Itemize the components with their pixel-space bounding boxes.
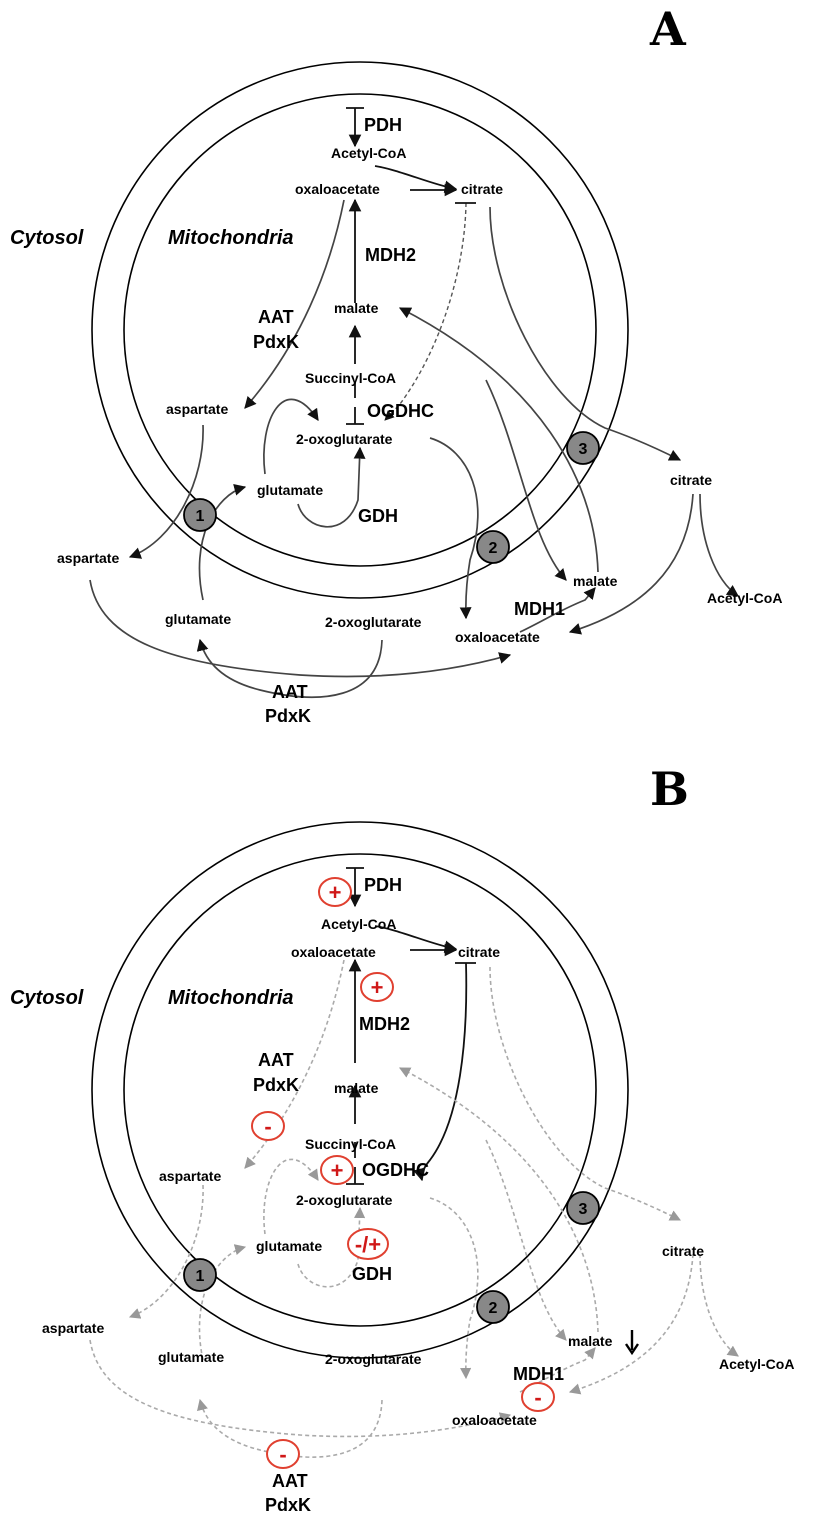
metabolite-acetyl-coa-mito: Acetyl-CoA [321, 916, 396, 932]
effect-aat-mito: - [251, 1111, 285, 1141]
enzyme-aat-mito: AAT [258, 1050, 294, 1070]
carrier-1: 1 [183, 1258, 217, 1292]
inner-mitochondrial-membrane [123, 853, 597, 1327]
panel-b: B Cytosol Mitochondria 1 [0, 760, 825, 1520]
metabolite-citrate-cyto: citrate [670, 472, 712, 488]
metabolite-oxaloacetate-mito: oxaloacetate [291, 944, 376, 960]
effect-gdh: -/+ [347, 1228, 389, 1260]
metabolite-aspartate-mito: aspartate [159, 1168, 221, 1184]
mitochondria-label: Mitochondria [168, 227, 294, 249]
metabolite-succinyl-coa: Succinyl-CoA [305, 370, 396, 386]
carrier-3-label: 3 [579, 441, 588, 458]
effect-mdh2: + [360, 972, 394, 1002]
effect-mdh2-sign: + [371, 975, 384, 1000]
metabolite-acetyl-coa-mito: Acetyl-CoA [331, 145, 406, 161]
enzyme-pdh: PDH [364, 875, 402, 895]
effect-mdh1: - [521, 1382, 555, 1412]
metabolite-aspartate-cyto: aspartate [42, 1320, 104, 1336]
metabolite-glutamate-cyto: glutamate [165, 611, 231, 627]
enzyme-aat-cyto: AAT [272, 682, 308, 702]
metabolite-citrate-mito: citrate [458, 944, 500, 960]
metabolite-malate-cyto: malate [568, 1333, 613, 1349]
metabolite-oxaloacetate-mito: oxaloacetate [295, 181, 380, 197]
metabolite-aspartate-mito: aspartate [166, 401, 228, 417]
effect-ogdhc: + [320, 1155, 354, 1185]
metabolite-malate-mito: malate [334, 1080, 379, 1096]
enzyme-pdxk-cyto: PdxK [265, 706, 311, 726]
metabolite-citrate-cyto: citrate [662, 1243, 704, 1259]
effect-aat-cyto: - [266, 1439, 300, 1469]
metabolite-citrate-mito: citrate [461, 181, 503, 197]
carrier-1-label: 1 [196, 508, 205, 525]
enzyme-gdh: GDH [358, 506, 398, 526]
carrier-3: 3 [566, 431, 600, 465]
enzyme-aat-mito: AAT [258, 307, 294, 327]
enzyme-gdh: GDH [352, 1264, 392, 1284]
effect-ogdhc-sign: + [331, 1158, 344, 1183]
enzyme-mdh1: MDH1 [513, 1364, 564, 1384]
metabolite-glutamate-cyto: glutamate [158, 1349, 224, 1365]
malate-decrease-arrow-icon [625, 1330, 639, 1356]
effect-pdh-sign: + [329, 880, 342, 905]
panel-letter-a: A [649, 2, 687, 56]
effect-mdh1-sign: - [534, 1385, 541, 1410]
effect-aat-mito-sign: - [264, 1114, 271, 1139]
enzyme-mdh2: MDH2 [359, 1014, 410, 1034]
enzyme-pdh: PDH [364, 115, 402, 135]
enzyme-mdh2: MDH2 [365, 245, 416, 265]
carrier-2-label: 2 [489, 540, 498, 557]
enzyme-pdxk-mito: PdxK [253, 332, 299, 352]
panel-a-diagram: A Cytosol Mitochondria 1 [10, 2, 782, 726]
enzyme-ogdhc: OGDHC [362, 1160, 429, 1180]
enzyme-pdxk-cyto: PdxK [265, 1495, 311, 1515]
metabolite-oxaloacetate-cyto: oxaloacetate [455, 629, 540, 645]
carrier-2: 2 [476, 530, 510, 564]
metabolite-2-oxoglutarate-cyto: 2-oxoglutarate [325, 614, 422, 630]
cytosol-label: Cytosol [10, 987, 84, 1009]
carrier-2-label: 2 [489, 1300, 498, 1317]
metabolite-oxaloacetate-cyto: oxaloacetate [452, 1412, 537, 1428]
outer-mitochondrial-membrane [91, 821, 629, 1359]
metabolite-2-oxoglutarate-cyto: 2-oxoglutarate [325, 1351, 422, 1367]
inner-mitochondrial-membrane [123, 93, 597, 567]
effect-gdh-sign: -/+ [355, 1232, 381, 1257]
panel-a: A Cytosol Mitochondria 1 [10, 2, 782, 726]
carrier-1-label: 1 [196, 1268, 205, 1285]
enzyme-pdxk-mito: PdxK [253, 1075, 299, 1095]
cytosol-label: Cytosol [10, 227, 84, 249]
enzyme-mdh1: MDH1 [514, 599, 565, 619]
metabolite-acetyl-coa-cyto: Acetyl-CoA [719, 1356, 794, 1372]
metabolite-2-oxoglutarate-mito: 2-oxoglutarate [296, 431, 393, 447]
metabolite-aspartate-cyto: aspartate [57, 550, 119, 566]
panel-letter-b: B [650, 762, 689, 816]
metabolite-acetyl-coa-cyto: Acetyl-CoA [707, 590, 782, 606]
effect-aat-cyto-sign: - [279, 1442, 286, 1467]
outer-mitochondrial-membrane [91, 61, 629, 599]
pathway-arrows [89, 107, 739, 698]
carrier-2: 2 [476, 1290, 510, 1324]
metabolite-succinyl-coa: Succinyl-CoA [305, 1136, 396, 1152]
enzyme-aat-cyto: AAT [272, 1471, 308, 1491]
enzyme-ogdhc: OGDHC [367, 401, 434, 421]
metabolite-malate-mito: malate [334, 300, 379, 316]
metabolite-glutamate-mito: glutamate [256, 1238, 322, 1254]
carrier-3-label: 3 [579, 1201, 588, 1218]
metabolite-glutamate-mito: glutamate [257, 482, 323, 498]
carrier-3: 3 [566, 1191, 600, 1225]
metabolite-2-oxoglutarate-mito: 2-oxoglutarate [296, 1192, 393, 1208]
panel-b-diagram: B Cytosol Mitochondria 1 [10, 762, 794, 1515]
effect-pdh: + [318, 877, 352, 907]
metabolite-malate-cyto: malate [573, 573, 618, 589]
carrier-1: 1 [183, 498, 217, 532]
mitochondria-label: Mitochondria [168, 987, 294, 1009]
